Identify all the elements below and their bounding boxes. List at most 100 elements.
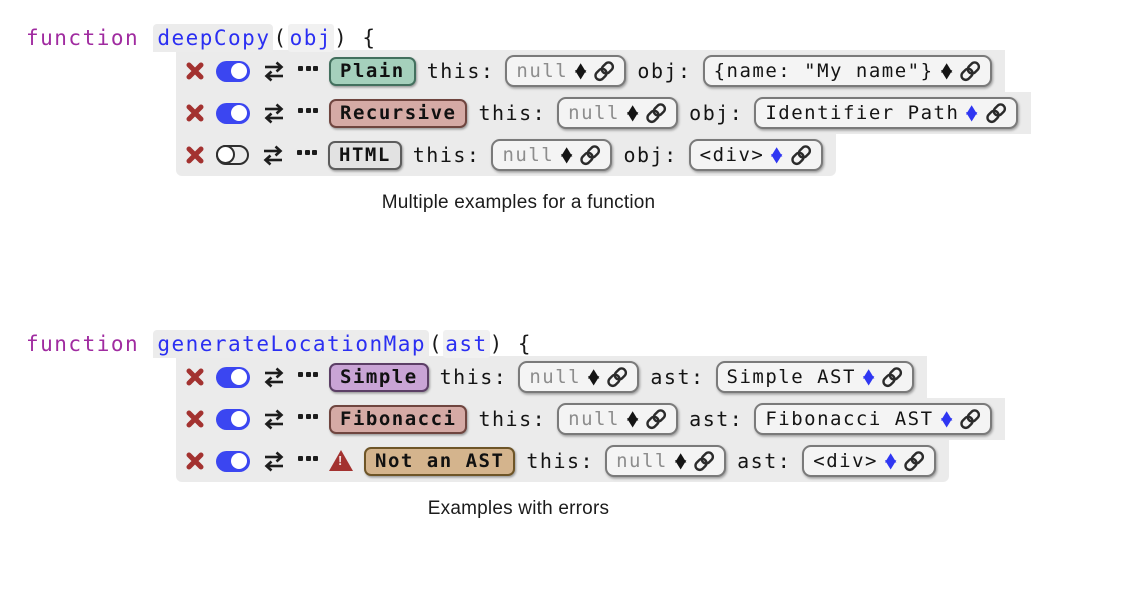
- this-label: this:: [478, 407, 547, 431]
- delete-example-icon[interactable]: [185, 145, 205, 165]
- stepper-up-down-icon[interactable]: ▲▼: [966, 101, 978, 123]
- chain-link-icon[interactable]: [645, 408, 668, 430]
- toggle-knob: [231, 63, 247, 79]
- this-value-box[interactable]: null ▲▼: [557, 97, 679, 129]
- swap-arrows-icon[interactable]: [261, 408, 287, 431]
- enable-example-toggle[interactable]: [216, 408, 250, 430]
- ellipsis-icon[interactable]: [297, 149, 317, 161]
- example-row: Fibonacci this: null ▲▼ ast: Fibonacci A…: [176, 398, 1005, 440]
- function-section-generatelocationmap: function generateLocationMap(ast) { Simp…: [26, 330, 1011, 520]
- arg-value-box[interactable]: Identifier Path ▲▼: [754, 97, 1018, 129]
- arg-label: ast:: [737, 449, 792, 473]
- arg-label: ast:: [650, 365, 705, 389]
- stepper-up-down-icon[interactable]: ▲▼: [674, 449, 687, 471]
- arg-value[interactable]: Identifier Path: [765, 102, 960, 124]
- chain-link-icon[interactable]: [881, 366, 904, 388]
- this-label: this:: [439, 365, 508, 389]
- chain-link-icon[interactable]: [606, 366, 629, 388]
- swap-arrows-icon[interactable]: [261, 450, 287, 473]
- stepper-up-down-icon[interactable]: ▲▼: [771, 143, 783, 165]
- chain-link-icon[interactable]: [958, 60, 981, 82]
- stepper-up-down-icon[interactable]: ▲▼: [587, 365, 600, 387]
- this-label: this:: [426, 59, 495, 83]
- chain-link-icon[interactable]: [579, 144, 602, 166]
- this-value-box[interactable]: null ▲▼: [557, 403, 679, 435]
- param-name: obj: [287, 24, 335, 52]
- example-name-badge[interactable]: Recursive: [329, 98, 468, 128]
- arg-value[interactable]: <div>: [699, 144, 765, 166]
- delete-example-icon[interactable]: [185, 409, 205, 429]
- arg-value-box[interactable]: Simple AST ▲▼: [715, 361, 915, 393]
- close-paren: ) {: [334, 26, 377, 50]
- this-label: this:: [526, 449, 595, 473]
- stepper-up-down-icon[interactable]: ▲▼: [626, 407, 639, 429]
- chain-link-icon[interactable]: [645, 102, 668, 124]
- this-value[interactable]: null: [568, 408, 620, 430]
- enable-example-toggle[interactable]: [216, 145, 249, 165]
- close-paren: ) {: [489, 332, 533, 356]
- this-value[interactable]: null: [616, 450, 668, 472]
- stepper-up-down-icon[interactable]: ▲▼: [561, 143, 573, 165]
- delete-example-icon[interactable]: [185, 367, 205, 387]
- open-paren: (: [273, 26, 288, 50]
- delete-example-icon[interactable]: [185, 103, 205, 123]
- swap-arrows-icon[interactable]: [261, 102, 287, 125]
- ellipsis-icon[interactable]: [298, 371, 318, 383]
- delete-example-icon[interactable]: [185, 61, 205, 81]
- delete-example-icon[interactable]: [185, 451, 205, 471]
- example-name-badge[interactable]: HTML: [328, 140, 402, 170]
- swap-arrows-icon[interactable]: [261, 366, 287, 389]
- this-value[interactable]: null: [502, 144, 555, 166]
- this-value[interactable]: null: [516, 60, 569, 82]
- function-name: deepCopy: [153, 24, 274, 52]
- stepper-up-down-icon[interactable]: ▲▼: [884, 449, 897, 471]
- example-name-badge[interactable]: Fibonacci: [329, 404, 468, 434]
- chain-link-icon[interactable]: [984, 102, 1007, 124]
- arg-value-box[interactable]: {name: "My name"} ▲▼: [702, 55, 992, 87]
- arg-value-box[interactable]: Fibonacci AST ▲▼: [754, 403, 992, 435]
- ellipsis-icon[interactable]: [298, 413, 318, 425]
- chain-link-icon[interactable]: [789, 144, 812, 166]
- ellipsis-icon[interactable]: [298, 455, 318, 467]
- stepper-up-down-icon[interactable]: ▲▼: [626, 101, 639, 123]
- ellipsis-icon[interactable]: [298, 65, 318, 77]
- chain-link-icon[interactable]: [903, 450, 926, 472]
- this-value-box[interactable]: null ▲▼: [518, 361, 640, 393]
- chain-link-icon[interactable]: [693, 450, 716, 472]
- function-name: generateLocationMap: [153, 330, 430, 358]
- arg-value[interactable]: {name: "My name"}: [713, 60, 934, 82]
- example-name-badge[interactable]: Plain: [329, 56, 416, 86]
- arg-value-box[interactable]: <div> ▲▼: [688, 139, 823, 171]
- this-value[interactable]: null: [529, 366, 582, 388]
- examples-panel: Simple this: null ▲▼ ast: Simple AST ▲▼: [176, 356, 1011, 482]
- warning-triangle-icon[interactable]: [329, 449, 353, 471]
- enable-example-toggle[interactable]: [216, 60, 250, 82]
- chain-link-icon[interactable]: [958, 408, 981, 430]
- editor-canvas: function deepCopy(obj) { Plain this: nul…: [0, 0, 1147, 520]
- arg-value[interactable]: Fibonacci AST: [765, 408, 934, 430]
- stepper-up-down-icon[interactable]: ▲▼: [862, 365, 875, 387]
- this-value-box[interactable]: null ▲▼: [491, 139, 613, 171]
- ellipsis-icon[interactable]: [298, 107, 318, 119]
- this-value-box[interactable]: null ▲▼: [505, 55, 627, 87]
- this-value-box[interactable]: null ▲▼: [605, 445, 727, 477]
- enable-example-toggle[interactable]: [216, 366, 250, 388]
- arg-value[interactable]: <div>: [813, 450, 878, 472]
- arg-value-box[interactable]: <div> ▲▼: [802, 445, 937, 477]
- enable-example-toggle[interactable]: [216, 102, 250, 124]
- swap-arrows-icon[interactable]: [261, 60, 287, 83]
- enable-example-toggle[interactable]: [216, 450, 250, 472]
- this-value[interactable]: null: [568, 102, 620, 124]
- arg-label: obj:: [637, 59, 692, 83]
- swap-arrows-icon[interactable]: [260, 144, 286, 167]
- example-name-badge[interactable]: Simple: [329, 362, 429, 392]
- chain-link-icon[interactable]: [593, 60, 616, 82]
- stepper-up-down-icon[interactable]: ▲▼: [940, 59, 952, 81]
- toggle-knob: [231, 105, 247, 121]
- stepper-up-down-icon[interactable]: ▲▼: [940, 407, 952, 429]
- stepper-up-down-icon[interactable]: ▲▼: [575, 59, 587, 81]
- arg-label: obj:: [623, 143, 678, 167]
- arg-value[interactable]: Simple AST: [726, 366, 856, 388]
- open-paren: (: [429, 332, 444, 356]
- example-name-badge[interactable]: Not an AST: [364, 446, 516, 476]
